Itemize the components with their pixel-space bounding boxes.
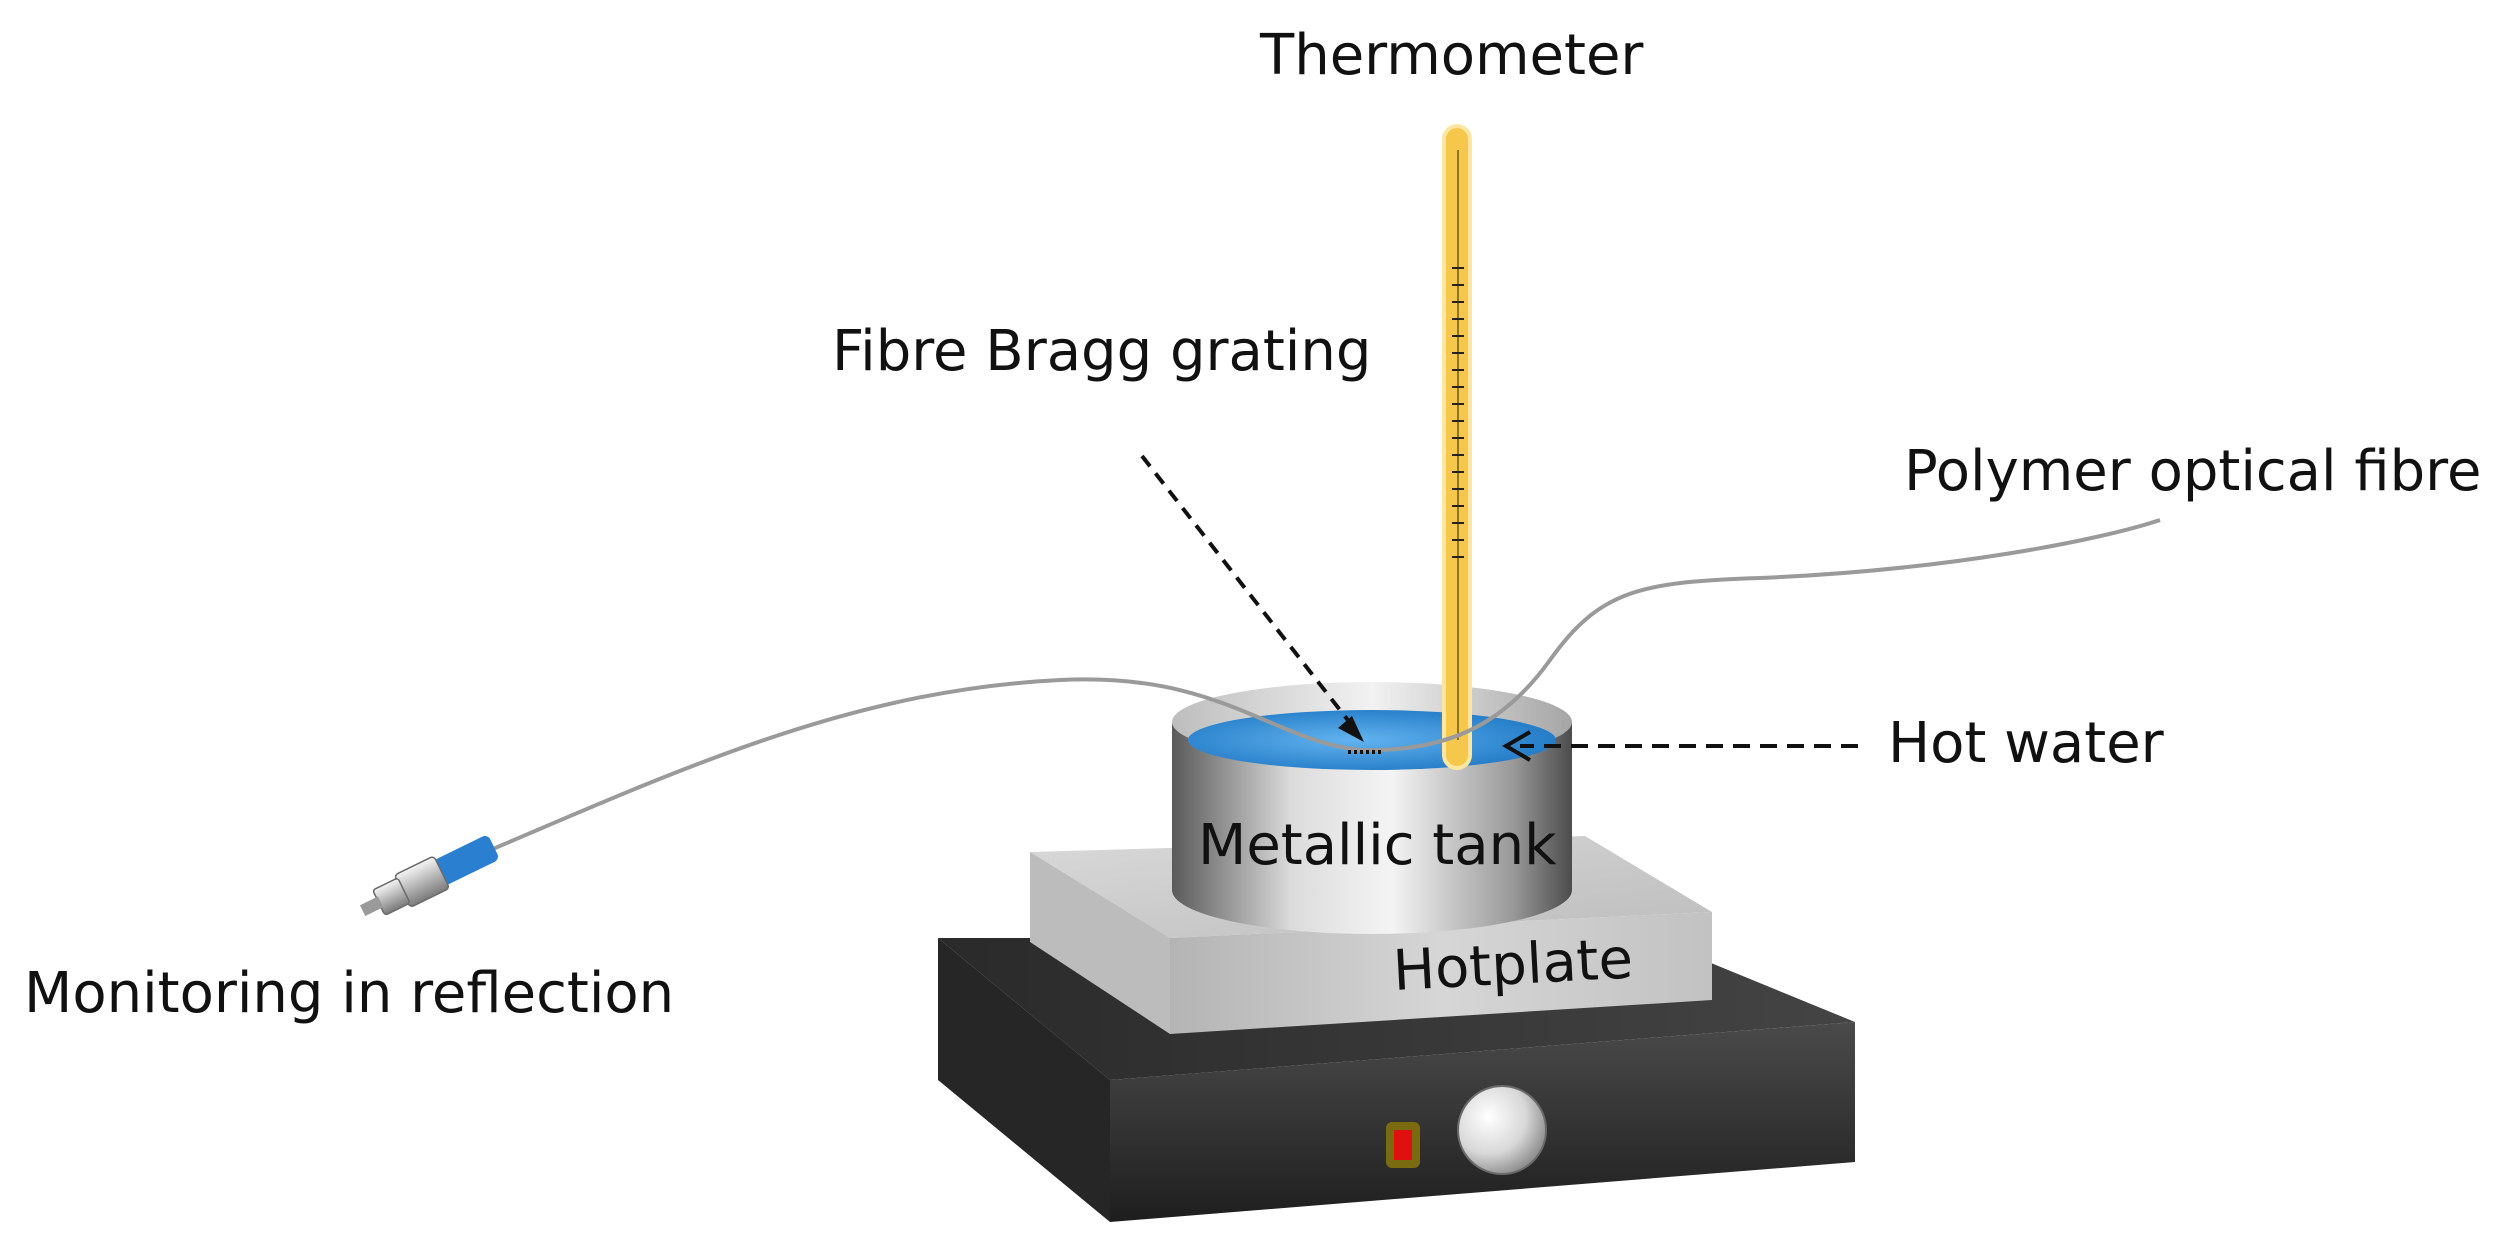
polymer-optical-fibre (485, 518, 2161, 854)
thermometer-scale (1452, 267, 1464, 558)
fibre-bragg-grating-label: Fibre Bragg grating (832, 319, 1371, 384)
fc-connector-icon (359, 836, 498, 917)
hot-water-surface (1188, 710, 1556, 770)
hot-water-callout-arrow (1502, 730, 1858, 762)
thermometer-body (1446, 128, 1468, 766)
hot-water-label: Hot water (1888, 711, 2165, 776)
thermometer (1442, 124, 1472, 770)
hotplate-plate-left-side (1030, 852, 1170, 1034)
monitoring-in-reflection-label: Monitoring in reflection (24, 961, 674, 1026)
hotplate-plate-front (1170, 912, 1712, 1034)
indicator-light (1394, 1130, 1412, 1160)
control-knob-icon[interactable] (1457, 1085, 1547, 1175)
fbg-callout-arrow (1140, 454, 1364, 742)
tank-body (1172, 722, 1572, 934)
metallic-tank (1172, 682, 1572, 934)
polymer-optical-fibre-label: Polymer optical fibre (1904, 439, 2481, 504)
hotplate-label: Hotplate (1391, 927, 1634, 1004)
hotplate-base-left-side (938, 938, 1110, 1222)
metallic-tank-label: Metallic tank (1198, 813, 1557, 878)
thermometer-label: Thermometer (1259, 23, 1644, 88)
